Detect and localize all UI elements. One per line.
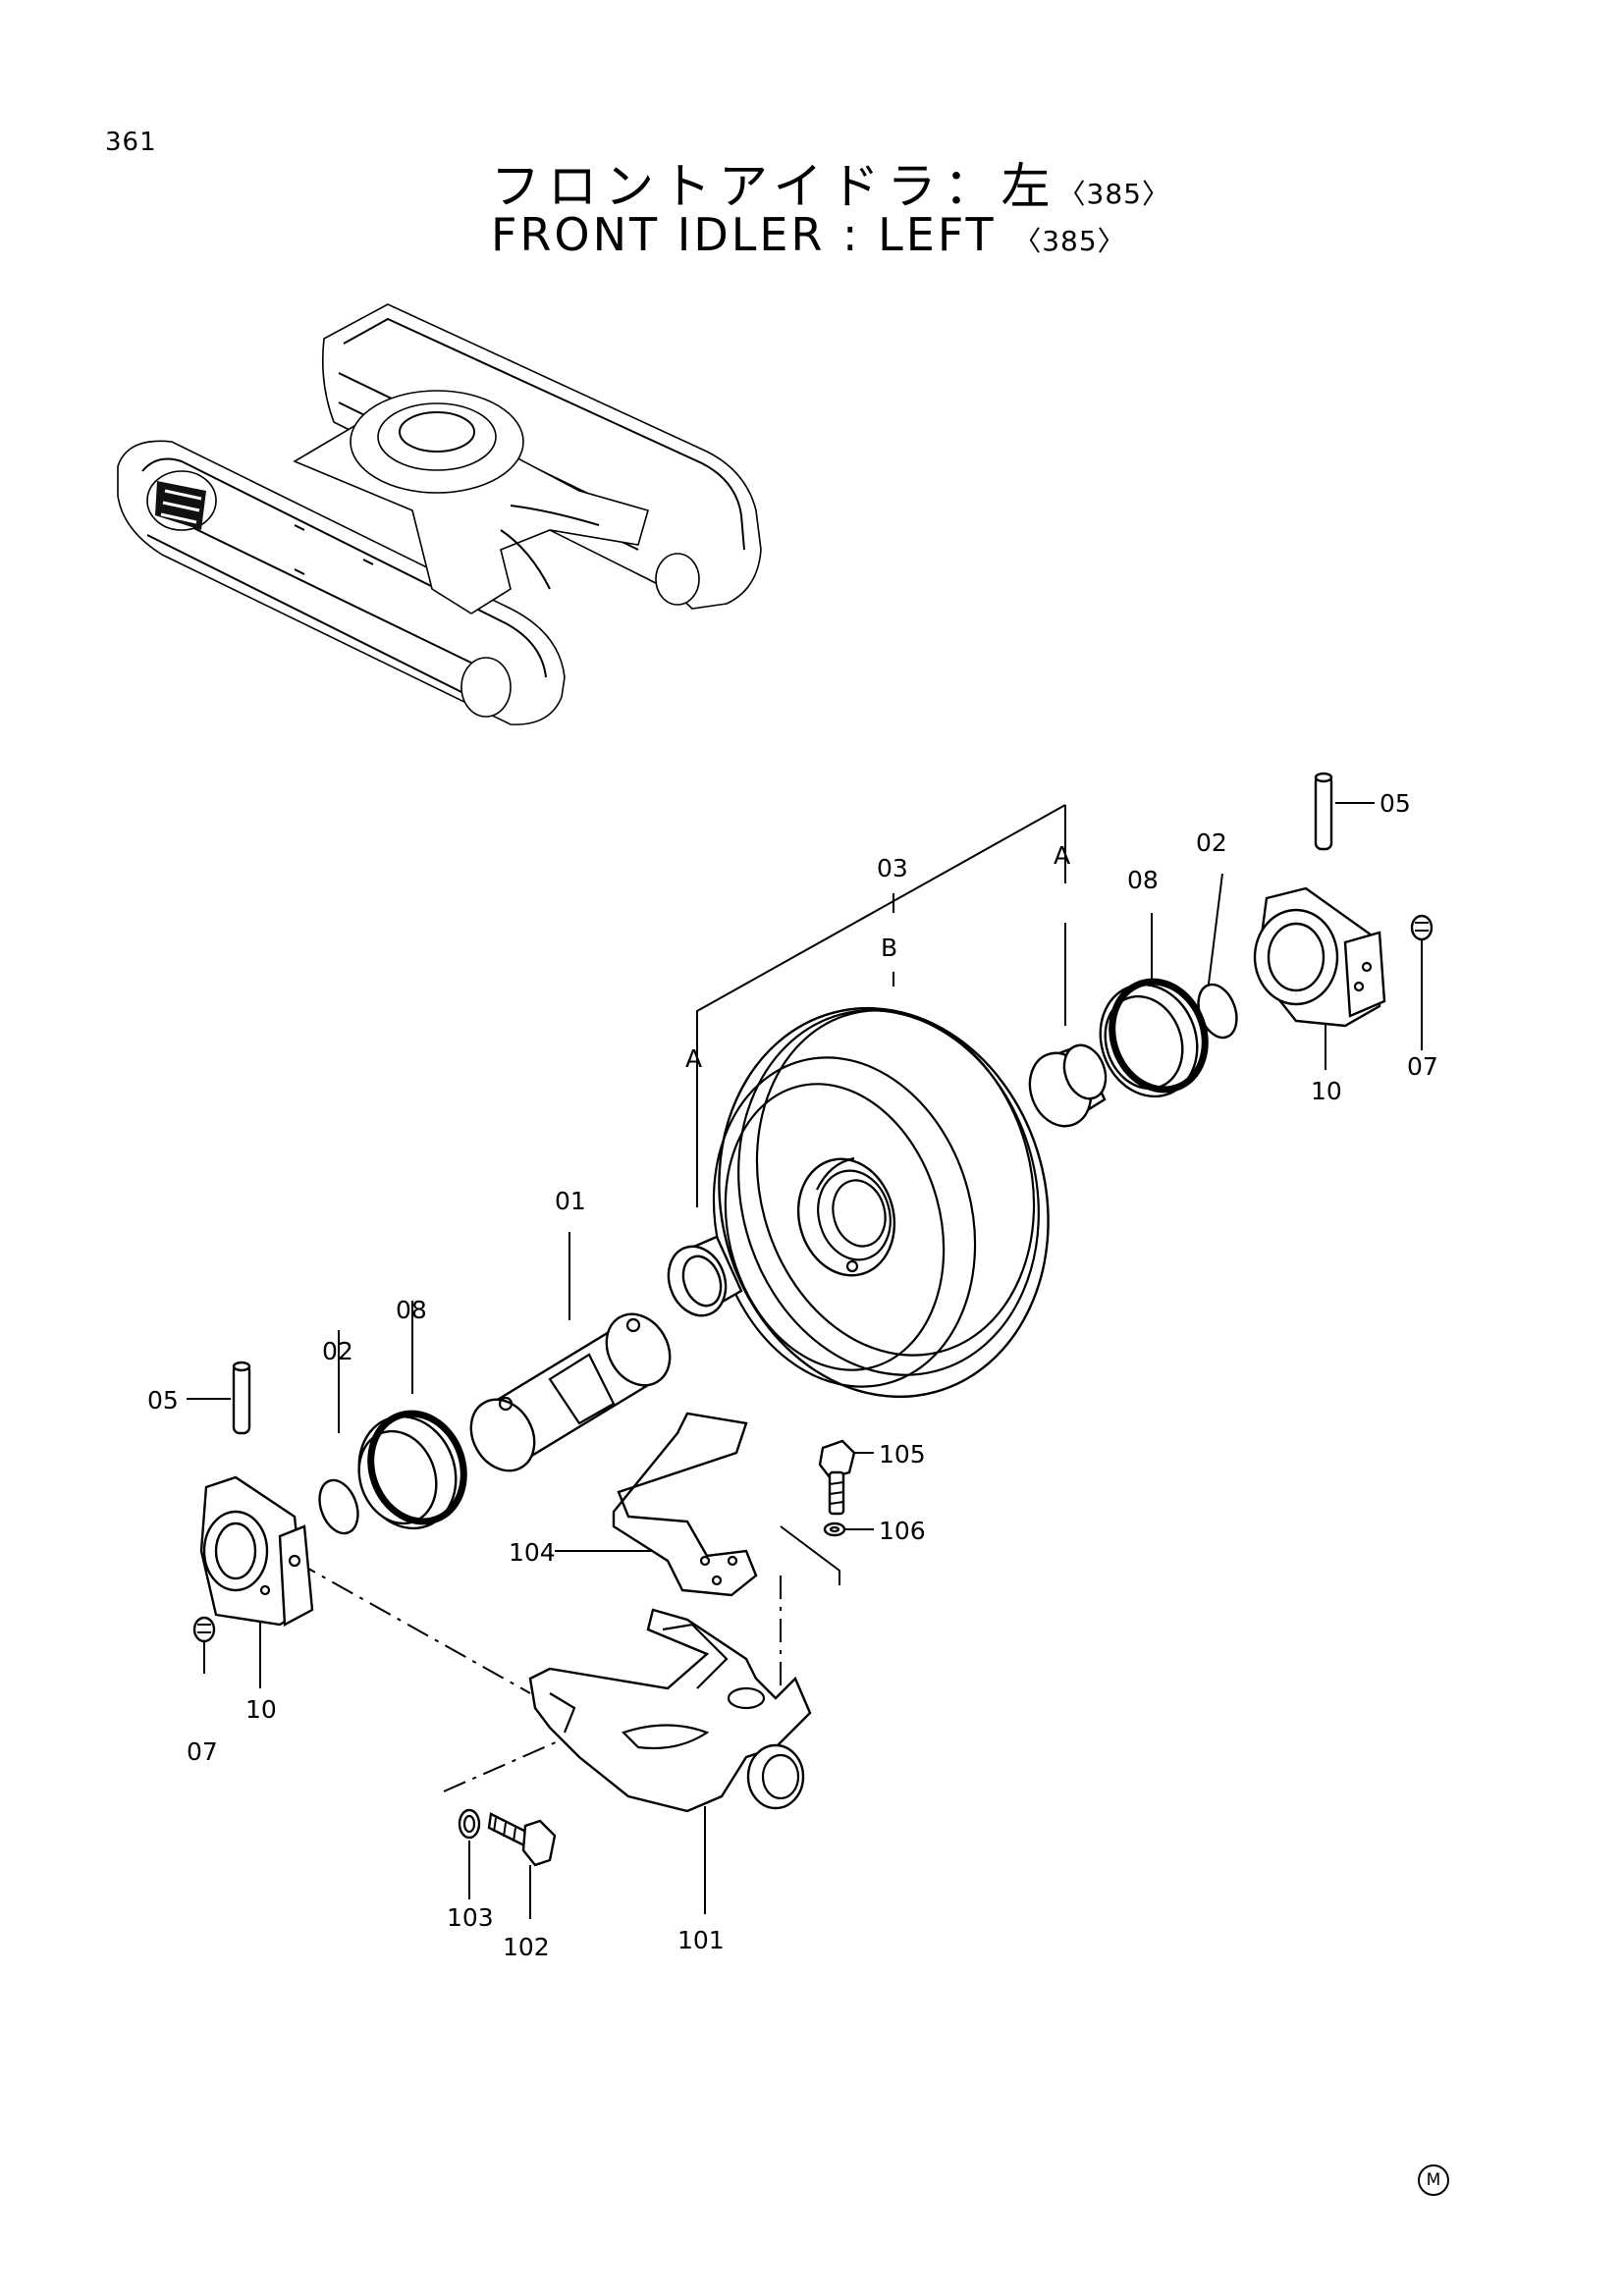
callout-A-left: A [685,1044,702,1073]
part-101-yoke [528,1608,812,1813]
part-03-idler-wheel [712,1006,1050,1399]
callout-02-right: 02 [1196,828,1227,857]
callout-10-right: 10 [1311,1077,1342,1105]
part-01-shaft [469,1312,672,1472]
callout-01: 01 [555,1187,586,1215]
callout-103: 103 [447,1903,494,1932]
title-en-text: FRONT IDLER : LEFT [491,208,997,261]
callout-102: 102 [503,1933,550,1961]
part-05-pin-left [232,1361,251,1435]
callout-106: 106 [879,1517,926,1545]
part-08-floating-seal-left [357,1410,467,1530]
part-07-plug-left [192,1616,216,1643]
title-japanese: フロントアイドラ：左〈385〉 [491,147,1170,218]
part-bushing-left [667,1235,743,1317]
maker-mark: M [1418,2164,1449,2196]
part-105-bolt [818,1439,856,1516]
part-102-bolt [487,1812,557,1867]
part-103-spring-washer [458,1808,481,1840]
ref-code-ja: 〈385〉 [1057,178,1170,210]
callout-05-right: 05 [1380,789,1411,818]
callout-101: 101 [677,1926,725,1954]
undercarriage-overview-illustration [117,303,762,725]
page-number: 361 [105,128,157,157]
title-ja-text: フロントアイドラ：左 [491,158,1058,215]
part-106-washer [823,1522,846,1537]
callout-07-right: 07 [1407,1052,1438,1081]
callout-05-left: 05 [147,1386,179,1415]
callout-105: 105 [879,1440,926,1468]
part-07-plug-right [1410,914,1434,941]
ref-code-en: 〈385〉 [1013,225,1126,257]
callout-104: 104 [509,1538,556,1567]
part-08-floating-seal-right [1099,978,1209,1098]
part-10-bracket-left [199,1475,314,1627]
part-02-o-ring-left [318,1478,359,1535]
callout-B: B [881,934,897,962]
callout-A-top: A [1054,841,1070,870]
part-10-bracket-right [1253,886,1386,1028]
callout-02-left: 02 [322,1337,353,1365]
part-05-pin-right [1314,772,1333,851]
title-english: FRONT IDLER : LEFT 〈385〉 [491,208,1126,261]
callout-10-left: 10 [245,1695,277,1724]
part-104-guard-plate [612,1412,758,1597]
callout-07-left: 07 [187,1737,218,1766]
callout-08-right: 08 [1127,866,1159,894]
callout-08-left: 08 [396,1296,427,1324]
callout-03: 03 [877,854,908,882]
callout-labels: 05 02 03 A 08 B 07 10 A 01 08 02 05 105 … [147,789,1438,1961]
part-bushing-right [1028,1043,1108,1128]
